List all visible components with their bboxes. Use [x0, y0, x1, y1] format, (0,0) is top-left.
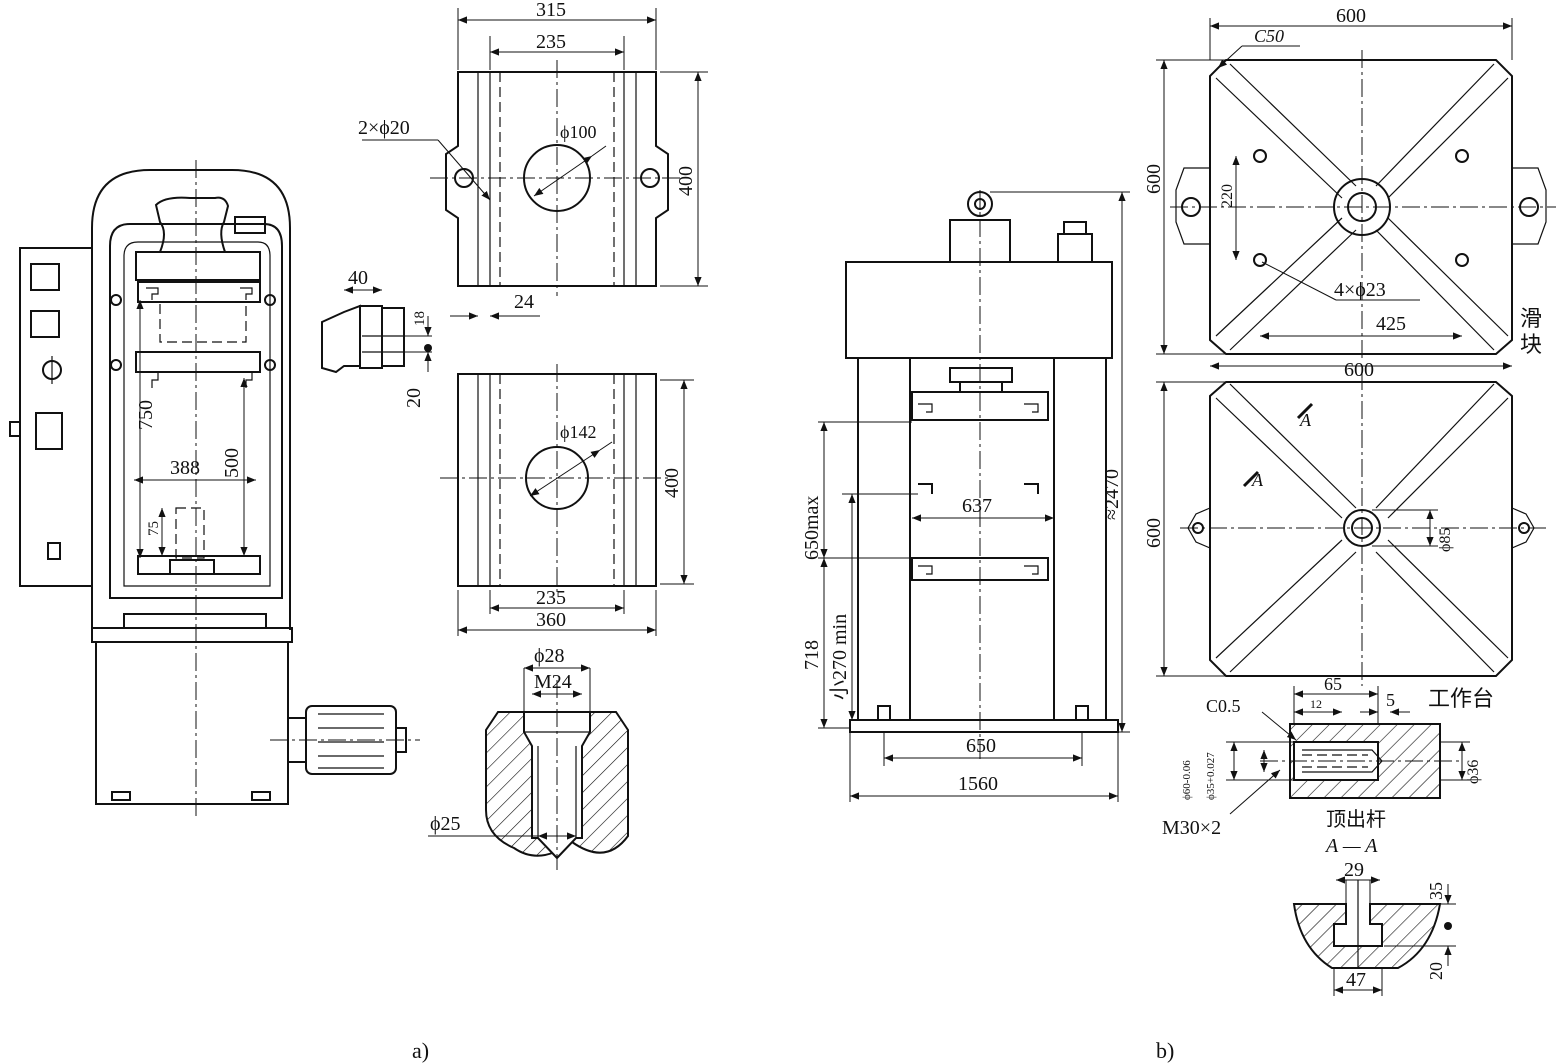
panel-b: ≈2470 650max 小270 min 718 637 650 1560	[801, 5, 1556, 1063]
dim-2470: ≈2470	[1101, 469, 1123, 520]
dim-40: 40	[348, 267, 368, 289]
dim-20s: 20	[1426, 962, 1446, 980]
dim-500: 500	[221, 448, 243, 478]
ejector-hole-section: ϕ28 M24 ϕ25	[428, 645, 629, 870]
dim-400-top: 400	[675, 166, 697, 196]
dim-c50: C50	[1254, 26, 1284, 46]
dim-phi60: ϕ60-0.06	[1181, 760, 1193, 800]
press-frame	[91, 160, 291, 820]
press-front-view: ≈2470 650max 小270 min 718 637 650 1560	[801, 190, 1130, 802]
dim-425: 425	[1376, 313, 1406, 335]
dim-388: 388	[170, 457, 200, 479]
dim-718: 718	[801, 640, 823, 670]
dim-5: 5	[1386, 690, 1395, 710]
dim-24: 24	[514, 291, 534, 313]
control-cabinet	[9, 247, 93, 587]
dim-m24: M24	[534, 671, 572, 693]
panel-label-a: a)	[412, 1038, 429, 1063]
panel-label-b: b)	[1156, 1038, 1174, 1063]
dim-phi142: ϕ142	[560, 422, 596, 442]
dim-phi100: ϕ100	[560, 122, 596, 142]
dim-phi36: ϕ36	[1465, 760, 1482, 784]
dim-29: 29	[1344, 859, 1364, 881]
dim-360: 360	[536, 609, 566, 631]
dim-47: 47	[1346, 969, 1366, 991]
label-section-aa: A — A	[1324, 835, 1378, 857]
dim-65: 65	[1324, 674, 1342, 694]
worktable-top-view: A A 600 600 ϕ85 工作台	[1143, 359, 1546, 711]
ejector-rod-section: 65 12 5 C0.5 ϕ60-0.06 ϕ35+0.027 ϕ36 M30×…	[1162, 674, 1482, 839]
dim-600-mid: 600	[1344, 359, 1374, 381]
dim-600-side: 600	[1143, 164, 1165, 194]
label-slider-line1: 滑	[1520, 306, 1542, 331]
dim-235-top: 235	[536, 31, 566, 53]
label-worktable: 工作台	[1428, 686, 1494, 711]
section-mark-a-1: A	[1299, 410, 1312, 430]
dim-1560: 1560	[958, 773, 998, 795]
slider-bottom-view: 600 C50 600 220 4×ϕ23 425 滑 块	[1143, 5, 1556, 362]
dim-220: 220	[1219, 184, 1236, 208]
lower-plate-view: ϕ142 400 235 360	[440, 364, 694, 636]
dim-650: 650	[966, 735, 996, 757]
dim-18: 18	[412, 311, 428, 326]
t-slot-detail: 40 18 20	[321, 267, 432, 408]
dim-2x20: 2×ϕ20	[358, 117, 410, 139]
dim-c05: C0.5	[1206, 696, 1241, 716]
label-ejector: 顶出杆	[1326, 808, 1386, 831]
dim-270min: 小270 min	[828, 614, 851, 700]
section-mark-a-2: A	[1251, 470, 1264, 490]
press-dimensions: 750 500 388 75	[134, 300, 256, 558]
dim-600-side2: 600	[1143, 518, 1165, 548]
base-tank	[91, 613, 420, 805]
panel-a: 750 500 388 75 315	[9, 0, 708, 1063]
dim-75: 75	[146, 521, 162, 536]
dim-phi35: ϕ35+0.027	[1205, 752, 1217, 800]
dim-35s: 35	[1426, 882, 1446, 900]
dim-600-top: 600	[1336, 5, 1366, 27]
dim-650max: 650max	[801, 496, 823, 560]
dim-phi85: ϕ85	[1437, 528, 1454, 552]
slider-plate-view: 315 235 400 24 2×ϕ20 ϕ100	[358, 0, 708, 320]
label-slider-line2: 块	[1520, 332, 1542, 357]
dim-750: 750	[135, 400, 157, 430]
dim-4x23: 4×ϕ23	[1334, 279, 1386, 301]
label-slider: 滑 块	[1520, 306, 1548, 357]
dim-phi25: ϕ25	[430, 813, 461, 835]
dim-400-bot: 400	[661, 468, 683, 498]
section-a-a: A — A 29 35 20 47	[1292, 835, 1456, 996]
dim-20-tslot: 20	[403, 388, 425, 408]
dim-m30: M30×2	[1162, 817, 1221, 839]
dim-235-bot: 235	[536, 587, 566, 609]
dim-phi28: ϕ28	[534, 645, 565, 667]
dim-12: 12	[1310, 697, 1322, 711]
dim-637: 637	[962, 495, 992, 517]
dim-315: 315	[536, 0, 566, 21]
